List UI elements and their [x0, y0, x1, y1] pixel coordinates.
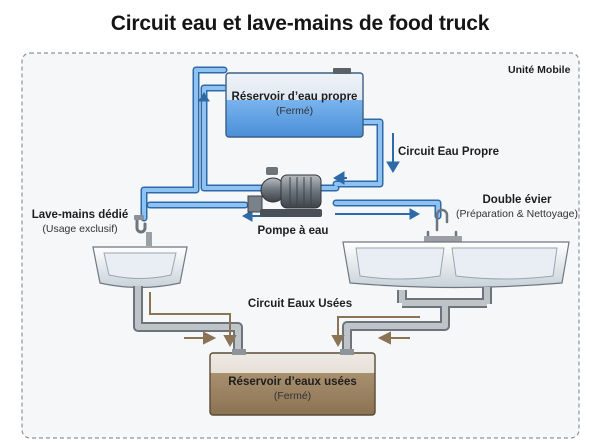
waste-flow-lines: [149, 292, 420, 340]
handwash-name: Lave-mains dédié: [31, 209, 129, 221]
handwash-note: (Usage exclusif): [42, 223, 118, 235]
waste-flow-arrows: [184, 331, 410, 348]
double-sink-name: Double évier: [482, 194, 552, 206]
handwash-sink: [92, 215, 188, 289]
clean-tank-label: Réservoir d’eau propre (Fermé): [226, 91, 363, 117]
handwash-label: Lave-mains dédié (Usage exclusif): [26, 209, 134, 235]
waste-tank-label: Réservoir d’eaux usées (Fermé): [210, 376, 375, 402]
waste-water-tank: [209, 349, 376, 416]
double-sink-label: Double évier (Préparation & Nettoyage): [450, 194, 584, 220]
waste-tank-name: Réservoir d’eaux usées: [228, 376, 357, 388]
clean-water-tank: [225, 68, 364, 138]
waste-circuit-label: Circuit Eaux Usées: [247, 298, 353, 310]
waste-tank-state: (Fermé): [273, 390, 312, 402]
waste-water-pipes: [133, 286, 492, 355]
mobile-unit-label: Unité Mobile: [508, 64, 571, 76]
diagram-title: Circuit eau et lave-mains de food truck: [110, 12, 490, 35]
mobile-unit-boundary: [21, 52, 580, 439]
double-sink: [342, 208, 570, 289]
clean-tank-state: (Fermé): [275, 105, 314, 117]
clean-tank-name: Réservoir d’eau propre: [231, 91, 358, 103]
clean-circuit-label: Circuit Eau Propre: [398, 146, 499, 158]
water-pump: [247, 167, 322, 217]
clean-flow-arrows: [198, 92, 421, 222]
double-sink-note: (Préparation & Nettoyage): [456, 208, 578, 220]
pump-label: Pompe à eau: [257, 225, 329, 237]
